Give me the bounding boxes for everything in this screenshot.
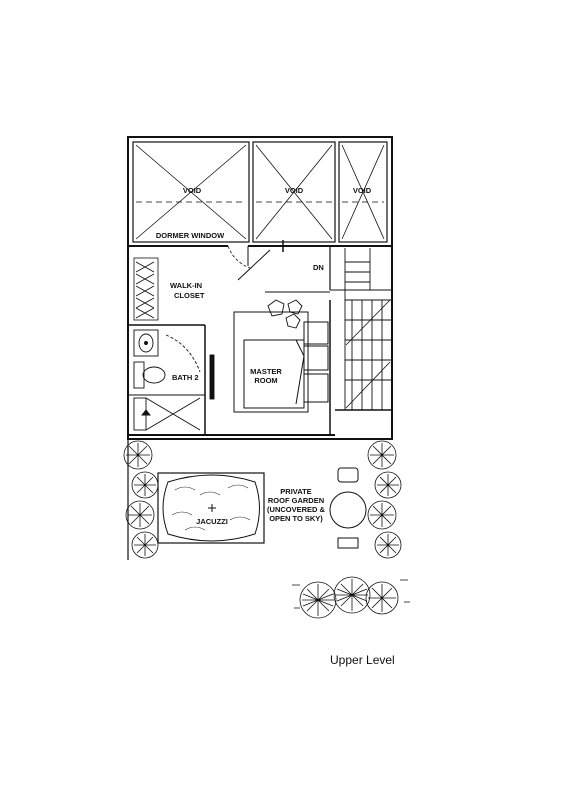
void-bay-3: VOID — [338, 141, 388, 243]
roof-garden-label: OPEN TO SKY) — [269, 514, 323, 523]
closet-rail — [133, 257, 159, 321]
shrub-row-right — [367, 440, 402, 559]
master-room-label: MASTER — [250, 367, 282, 376]
interior-walls — [128, 240, 392, 436]
master-room-label: ROOM — [254, 376, 277, 385]
walk-in-closet-label: WALK-IN — [170, 281, 202, 290]
roof-garden-label: (UNCOVERED & — [267, 505, 326, 514]
void-bay-1: VOID — [132, 141, 250, 243]
walk-in-closet-label: CLOSET — [174, 291, 205, 300]
void-label: VOID — [353, 186, 372, 195]
roof-garden-label: PRIVATE — [280, 487, 311, 496]
patio-table-set — [329, 467, 367, 549]
void-label: VOID — [183, 186, 202, 195]
outer-walls — [127, 136, 393, 560]
void-bay-2: VOID — [252, 141, 336, 243]
level-caption: Upper Level — [330, 653, 395, 667]
staircase — [344, 248, 392, 410]
dormer-window-label: DORMER WINDOW — [156, 231, 225, 240]
planter-cluster — [292, 576, 410, 619]
shrub-row-left — [123, 440, 159, 559]
jacuzzi-label: JACUZZI — [196, 517, 228, 526]
void-label: VOID — [285, 186, 304, 195]
bath-2-label: BATH 2 — [172, 373, 199, 382]
down-stair-label: DN — [313, 263, 324, 272]
jacuzzi — [157, 472, 265, 544]
master-bed — [233, 299, 329, 413]
bath-fixtures — [133, 329, 215, 431]
roof-garden-label: ROOF GARDEN — [268, 496, 324, 505]
